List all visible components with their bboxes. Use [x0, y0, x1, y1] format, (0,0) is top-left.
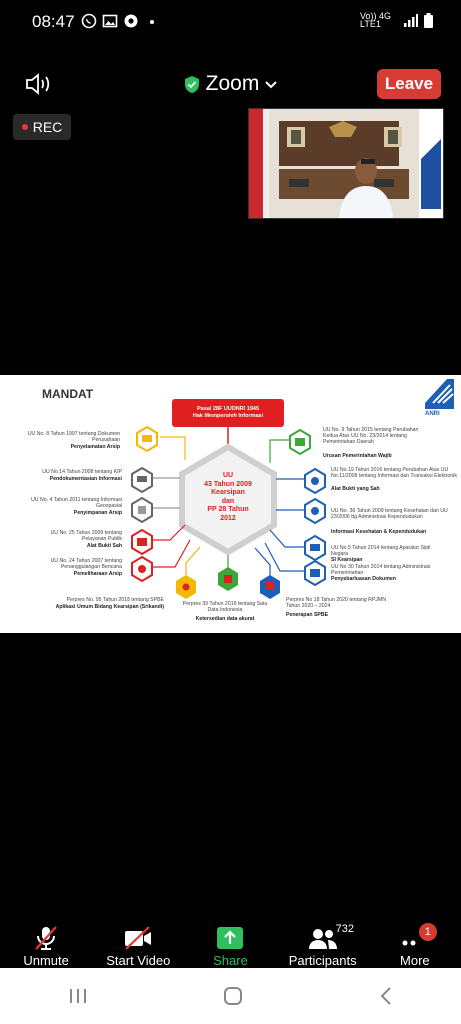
left-item-desc: UU No.14 Tahun 2008 tentang KIP	[42, 469, 122, 475]
right-item-desc: Perpres No 18 Tahun 2020 tentang RPJMN T…	[286, 597, 386, 609]
more-dots-icon	[402, 940, 416, 946]
left-item-title: Penyimpanan Arsip	[73, 510, 122, 516]
top-banner	[172, 399, 284, 427]
start-video-label: Start Video	[106, 953, 171, 968]
center-hexagon	[179, 443, 277, 556]
speaker-video-image	[249, 109, 443, 218]
center-text: UU 43 Tahun 2009 Kearsipan dan PP 28 Tah…	[190, 472, 266, 523]
banner-line-2: Hak Memperoleh Informasi	[192, 413, 264, 419]
right-item-title: Penerapan SPBE	[286, 612, 329, 618]
participants-count: 732	[335, 923, 355, 935]
slide-title: MANDAT	[42, 387, 94, 401]
notification-dot-icon	[150, 20, 154, 24]
rec-badge: REC	[13, 114, 71, 140]
participants-icon	[308, 929, 337, 949]
unmute-label: Unmute	[23, 953, 69, 968]
speaker-video-thumbnail[interactable]	[248, 108, 444, 219]
center-line: PP 28 Tahun	[207, 506, 249, 513]
left-item-title: Pemeliharaan Arsip	[73, 571, 122, 577]
right-item-title: Alat Bukti yang Sah	[331, 486, 380, 492]
right-item-desc: UU No 30 Tahun 2014 tentang Administrasi…	[331, 564, 431, 576]
center-line: 2012	[220, 514, 236, 522]
status-time: 08:47	[32, 12, 75, 31]
left-item-title: Aplikasi Umum Bidang Kearsipan (Srikandi…	[55, 604, 164, 610]
leave-button[interactable]: Leave	[377, 69, 441, 99]
participants-label: Participants	[288, 953, 357, 968]
right-item-desc: UU No. 9 Tahun 2015 tentang Perubahan Ke…	[323, 427, 419, 445]
rec-dot-icon	[21, 124, 28, 130]
rec-label: REC	[32, 119, 63, 135]
right-item-desc: UU No.5 Tahun 2014 tentang Aparatur Sipi…	[331, 545, 431, 557]
left-item-title: Alat Bukti Sah	[86, 543, 122, 549]
anri-logo-text: ANRI	[425, 411, 440, 417]
more-badge: 1	[418, 923, 437, 941]
right-item-title: Penyebarluasan Dokumen	[331, 576, 396, 582]
center-line: 43 Tahun 2009	[204, 480, 252, 488]
top-banner-text: Pasal 28F UUDNRI 1945 Hak Memperoleh Inf…	[172, 406, 284, 420]
right-item-title: Informasi Kesehatan & Kependudukan	[331, 529, 427, 535]
signal-icon	[404, 13, 418, 27]
more-button[interactable]: 1 More	[370, 923, 460, 968]
left-item-desc: Perpres No. 95 Tahun 2018 tentang SPBE	[66, 597, 164, 603]
network-label: Vo)) 4G LTE1	[360, 11, 392, 29]
bottom-item-title: Ketersedian data akurat	[195, 616, 255, 622]
left-item-title: Penyelamatan Arsip	[70, 444, 120, 450]
chrome-icon	[124, 14, 138, 28]
speaker-icon[interactable]	[25, 73, 53, 95]
left-item-desc: UU No. 8 Tahun 1997 tentang Dokumen Peru…	[27, 431, 120, 443]
right-item-title: SI Kearsipan	[331, 557, 363, 563]
back-icon[interactable]	[378, 986, 394, 1006]
shared-slide: MANDAT ANRI Pasal 28F UUDNRI 1945 Hak Me…	[0, 375, 461, 633]
participants-button[interactable]: 732 Participants	[278, 923, 368, 968]
whatsapp-icon	[81, 13, 97, 29]
home-icon[interactable]	[223, 986, 243, 1006]
meeting-title[interactable]: Zoom	[0, 72, 461, 96]
banner-line-1: Pasal 28F UUDNRI 1945	[196, 406, 260, 412]
shield-check-icon	[184, 75, 199, 93]
mic-muted-icon	[35, 926, 57, 950]
bottom-item-desc: Perpres 39 Tahun 2019 tentang Satu Data …	[182, 601, 268, 613]
gallery-icon	[102, 14, 118, 28]
meeting-toolbar: Unmute Start Video Share 732 Participant…	[0, 918, 461, 968]
video-off-icon	[125, 926, 152, 950]
share-button[interactable]: Share	[185, 927, 275, 968]
left-item-desc: UU No. 24 Tahun 2007 tentang Penanggulan…	[50, 558, 122, 570]
left-item-desc: UU No. 4 Tahun 2011 tentang Informasi Ge…	[31, 497, 122, 509]
share-arrow-icon	[217, 927, 244, 949]
anri-logo-icon	[425, 379, 454, 409]
center-line: UU	[222, 472, 234, 479]
right-item-title: Urusan Pemerintahan Wajib	[323, 453, 392, 459]
center-line: dan	[221, 497, 235, 505]
status-right: Vo)) 4G LTE1	[360, 11, 433, 29]
app-title: Zoom	[205, 72, 260, 95]
left-item-title: Pendokumentasian Informasi	[49, 476, 122, 482]
system-nav-bar	[0, 968, 461, 1024]
slide-graphics	[131, 379, 454, 599]
chevron-down-icon	[265, 81, 278, 89]
start-video-button[interactable]: Start Video	[93, 925, 183, 968]
right-item-desc: UU No. 36 Tahun 2009 tentang Kesehatan d…	[331, 508, 448, 520]
center-line: Kearsipan	[211, 489, 245, 496]
unmute-button[interactable]: Unmute	[1, 925, 91, 968]
more-label: More	[400, 953, 430, 968]
right-item-desc: UU No.19 Tahun 2016 tentang Perubahan At…	[331, 467, 457, 479]
share-label: Share	[213, 953, 248, 968]
left-item-desc: UU No. 25 Tahun 2009 tentang Pelayanan P…	[50, 530, 122, 542]
battery-icon	[424, 12, 433, 28]
recent-apps-icon[interactable]	[68, 987, 88, 1005]
